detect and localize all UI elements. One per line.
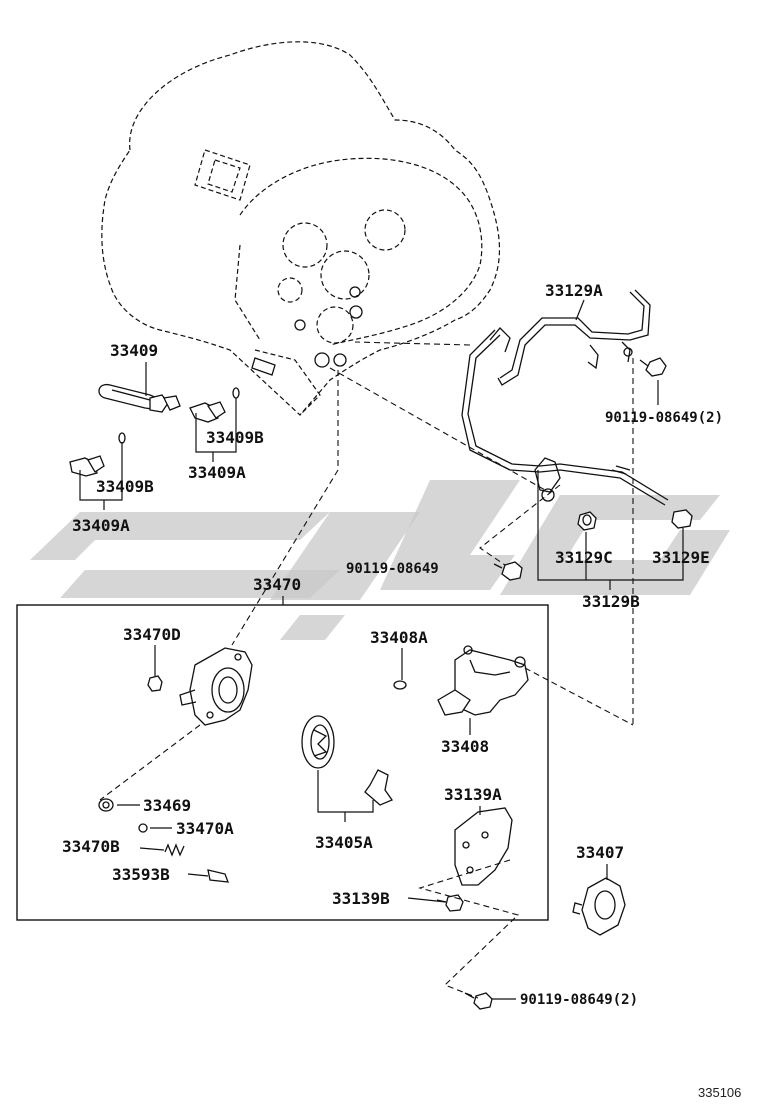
part-33409-hose xyxy=(98,383,181,413)
part-33139A-cover xyxy=(454,807,513,886)
callout-33408A: 33408A xyxy=(370,628,428,647)
part-33593B-pin xyxy=(207,869,229,883)
callout-33409A-2: 33409A xyxy=(72,516,130,535)
callout-90119-lower: 90119-08649(2) xyxy=(520,992,638,1008)
callout-33409: 33409 xyxy=(110,341,158,360)
callout-33139A: 33139A xyxy=(444,785,502,804)
callout-33407: 33407 xyxy=(576,843,624,862)
callout-33470A: 33470A xyxy=(176,819,234,838)
reference-dashed-lines xyxy=(99,341,634,999)
callout-90119-middle: 90119-08649 xyxy=(346,561,439,577)
callout-33139B: 33139B xyxy=(332,889,390,908)
part-33470B-spring xyxy=(164,843,185,857)
bolt-90119-lower xyxy=(464,992,493,1010)
part-33409B-fitting-1 xyxy=(189,387,240,423)
callout-33470D: 33470D xyxy=(123,625,181,644)
callout-33129A: 33129A xyxy=(545,281,603,300)
part-33405A-gears xyxy=(301,715,393,806)
diagram-reference-number: 335106 xyxy=(698,1085,741,1100)
callout-33470B: 33470B xyxy=(62,837,120,856)
part-33129C xyxy=(577,511,597,531)
callout-33593B: 33593B xyxy=(112,865,170,884)
callout-33129C: 33129C xyxy=(555,548,613,567)
part-33408-housing xyxy=(437,645,529,716)
part-33470D-plug xyxy=(147,675,163,692)
callout-33470: 33470 xyxy=(253,575,301,594)
part-clutch-cylinder-body xyxy=(179,647,253,726)
bolt-90119-middle xyxy=(493,561,523,581)
part-33408A-oring xyxy=(393,680,407,690)
part-33470A-ball xyxy=(138,823,148,833)
callout-labels: 33409 33409B 33409A 33409B 33409A 33129A… xyxy=(62,281,741,1100)
callout-33408: 33408 xyxy=(441,737,489,756)
callout-33129E: 33129E xyxy=(652,548,710,567)
callout-33469: 33469 xyxy=(143,796,191,815)
part-33407-sensor xyxy=(572,877,626,936)
callout-33409B-1: 33409B xyxy=(206,428,264,447)
transmission-housing xyxy=(101,41,500,416)
callout-33405A: 33405A xyxy=(315,833,373,852)
part-33409B-fitting-2 xyxy=(69,432,126,477)
clutch-line-tube xyxy=(461,289,669,506)
callout-33409A-1: 33409A xyxy=(188,463,246,482)
callout-33129B: 33129B xyxy=(582,592,640,611)
part-33129E xyxy=(671,509,693,529)
callout-33409B-2: 33409B xyxy=(96,477,154,496)
leader-lines xyxy=(79,299,684,1000)
part-33139B-bolt xyxy=(436,894,464,912)
callout-90119-upper: 90119-08649(2) xyxy=(605,410,723,426)
watermark-logo xyxy=(30,480,730,640)
bolt-90119-upper xyxy=(639,357,667,377)
part-33469-seal xyxy=(98,798,114,812)
